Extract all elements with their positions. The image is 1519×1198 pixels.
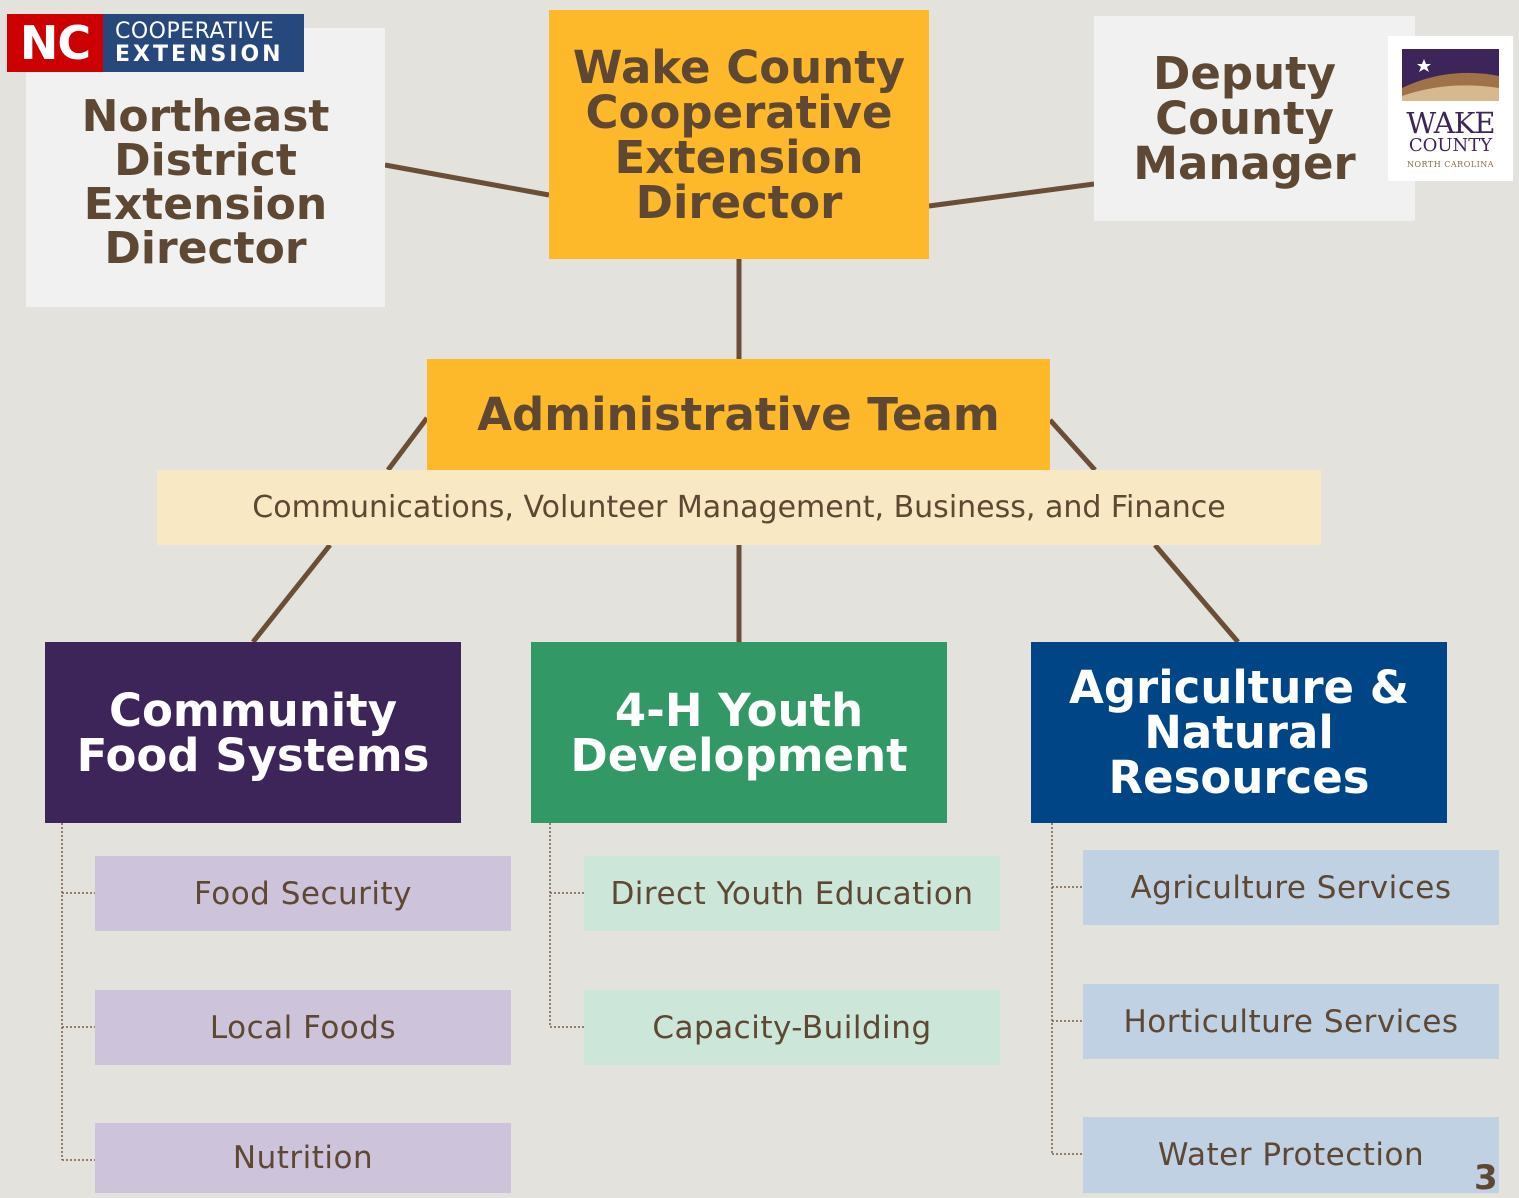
connector-left-director	[384, 162, 550, 198]
connector-admin-anr	[1153, 543, 1240, 644]
connector-admin-cfs	[251, 543, 332, 644]
list-item-label: Horticulture Services	[1123, 1003, 1459, 1040]
program-title: Community Food Systems	[76, 683, 430, 782]
admin-subtitle: Communications, Volunteer Management, Bu…	[252, 490, 1226, 525]
deputy-county-manager-label: Deputy County Manager	[1133, 47, 1356, 190]
program-title: 4-H Youth Development	[570, 683, 908, 782]
nc-logo-line1: COOPERATIVE	[115, 18, 275, 44]
connector-admin-right-upper	[1048, 418, 1097, 472]
admin-subtitle-bar: Communications, Volunteer Management, Bu…	[157, 470, 1321, 545]
program-4h-youth-development: 4-H Youth Development	[531, 642, 947, 823]
list-item-label: Capacity-Building	[652, 1009, 932, 1046]
connector-right-manager	[928, 181, 1095, 209]
program-agriculture-natural-resources: Agriculture & Natural Resources	[1031, 642, 1447, 823]
wake-county-logo: WAKE COUNTY NORTH CAROLINA	[1388, 36, 1513, 181]
admin-team-label: Administrative Team	[477, 388, 1000, 441]
connector-admin-left-upper	[386, 416, 429, 472]
list-item-label: Water Protection	[1157, 1137, 1425, 1173]
county-director-label: Wake County Cooperative Extension Direct…	[572, 40, 906, 229]
list-item-local-foods: Local Foods	[95, 990, 511, 1065]
program-title: Agriculture & Natural Resources	[1069, 661, 1409, 804]
list-item-capacity-building: Capacity-Building	[584, 990, 1000, 1065]
list-item-food-security: Food Security	[95, 856, 511, 931]
list-item-label: Direct Youth Education	[610, 875, 974, 912]
county-director-box: Wake County Cooperative Extension Direct…	[549, 10, 929, 259]
list-item-agriculture-services: Agriculture Services	[1083, 850, 1499, 925]
list-item-label: Local Foods	[209, 1009, 397, 1046]
nc-logo-line2: EXTENSION	[115, 42, 284, 67]
list-item-horticulture-services: Horticulture Services	[1083, 984, 1499, 1059]
nc-cooperative-extension-logo: NC COOPERATIVE EXTENSION	[7, 14, 304, 72]
list-item-label: Food Security	[194, 875, 412, 912]
list-item-label: Agriculture Services	[1130, 869, 1452, 906]
admin-team-box: Administrative Team	[427, 359, 1050, 470]
nc-logo-mark: NC	[7, 14, 103, 72]
northeast-district-director-box: Northeast District Extension Director	[26, 28, 385, 307]
program-community-food-systems: Community Food Systems	[45, 642, 461, 823]
deputy-county-manager-box: Deputy County Manager	[1094, 16, 1415, 221]
list-item-label: Nutrition	[232, 1140, 374, 1176]
page-number: 3	[1474, 1158, 1498, 1198]
wake-logo-line1: WAKE	[1406, 106, 1495, 140]
list-item-nutrition: Nutrition	[95, 1123, 511, 1193]
wake-logo-line2: COUNTY	[1408, 135, 1493, 156]
northeast-district-director-label: Northeast District Extension Director	[81, 90, 330, 274]
wake-logo-line3: NORTH CAROLINA	[1406, 160, 1495, 169]
wake-county-emblem	[1402, 49, 1499, 101]
list-item-water-protection: Water Protection	[1083, 1117, 1499, 1193]
list-item-direct-youth-education: Direct Youth Education	[584, 856, 1000, 931]
